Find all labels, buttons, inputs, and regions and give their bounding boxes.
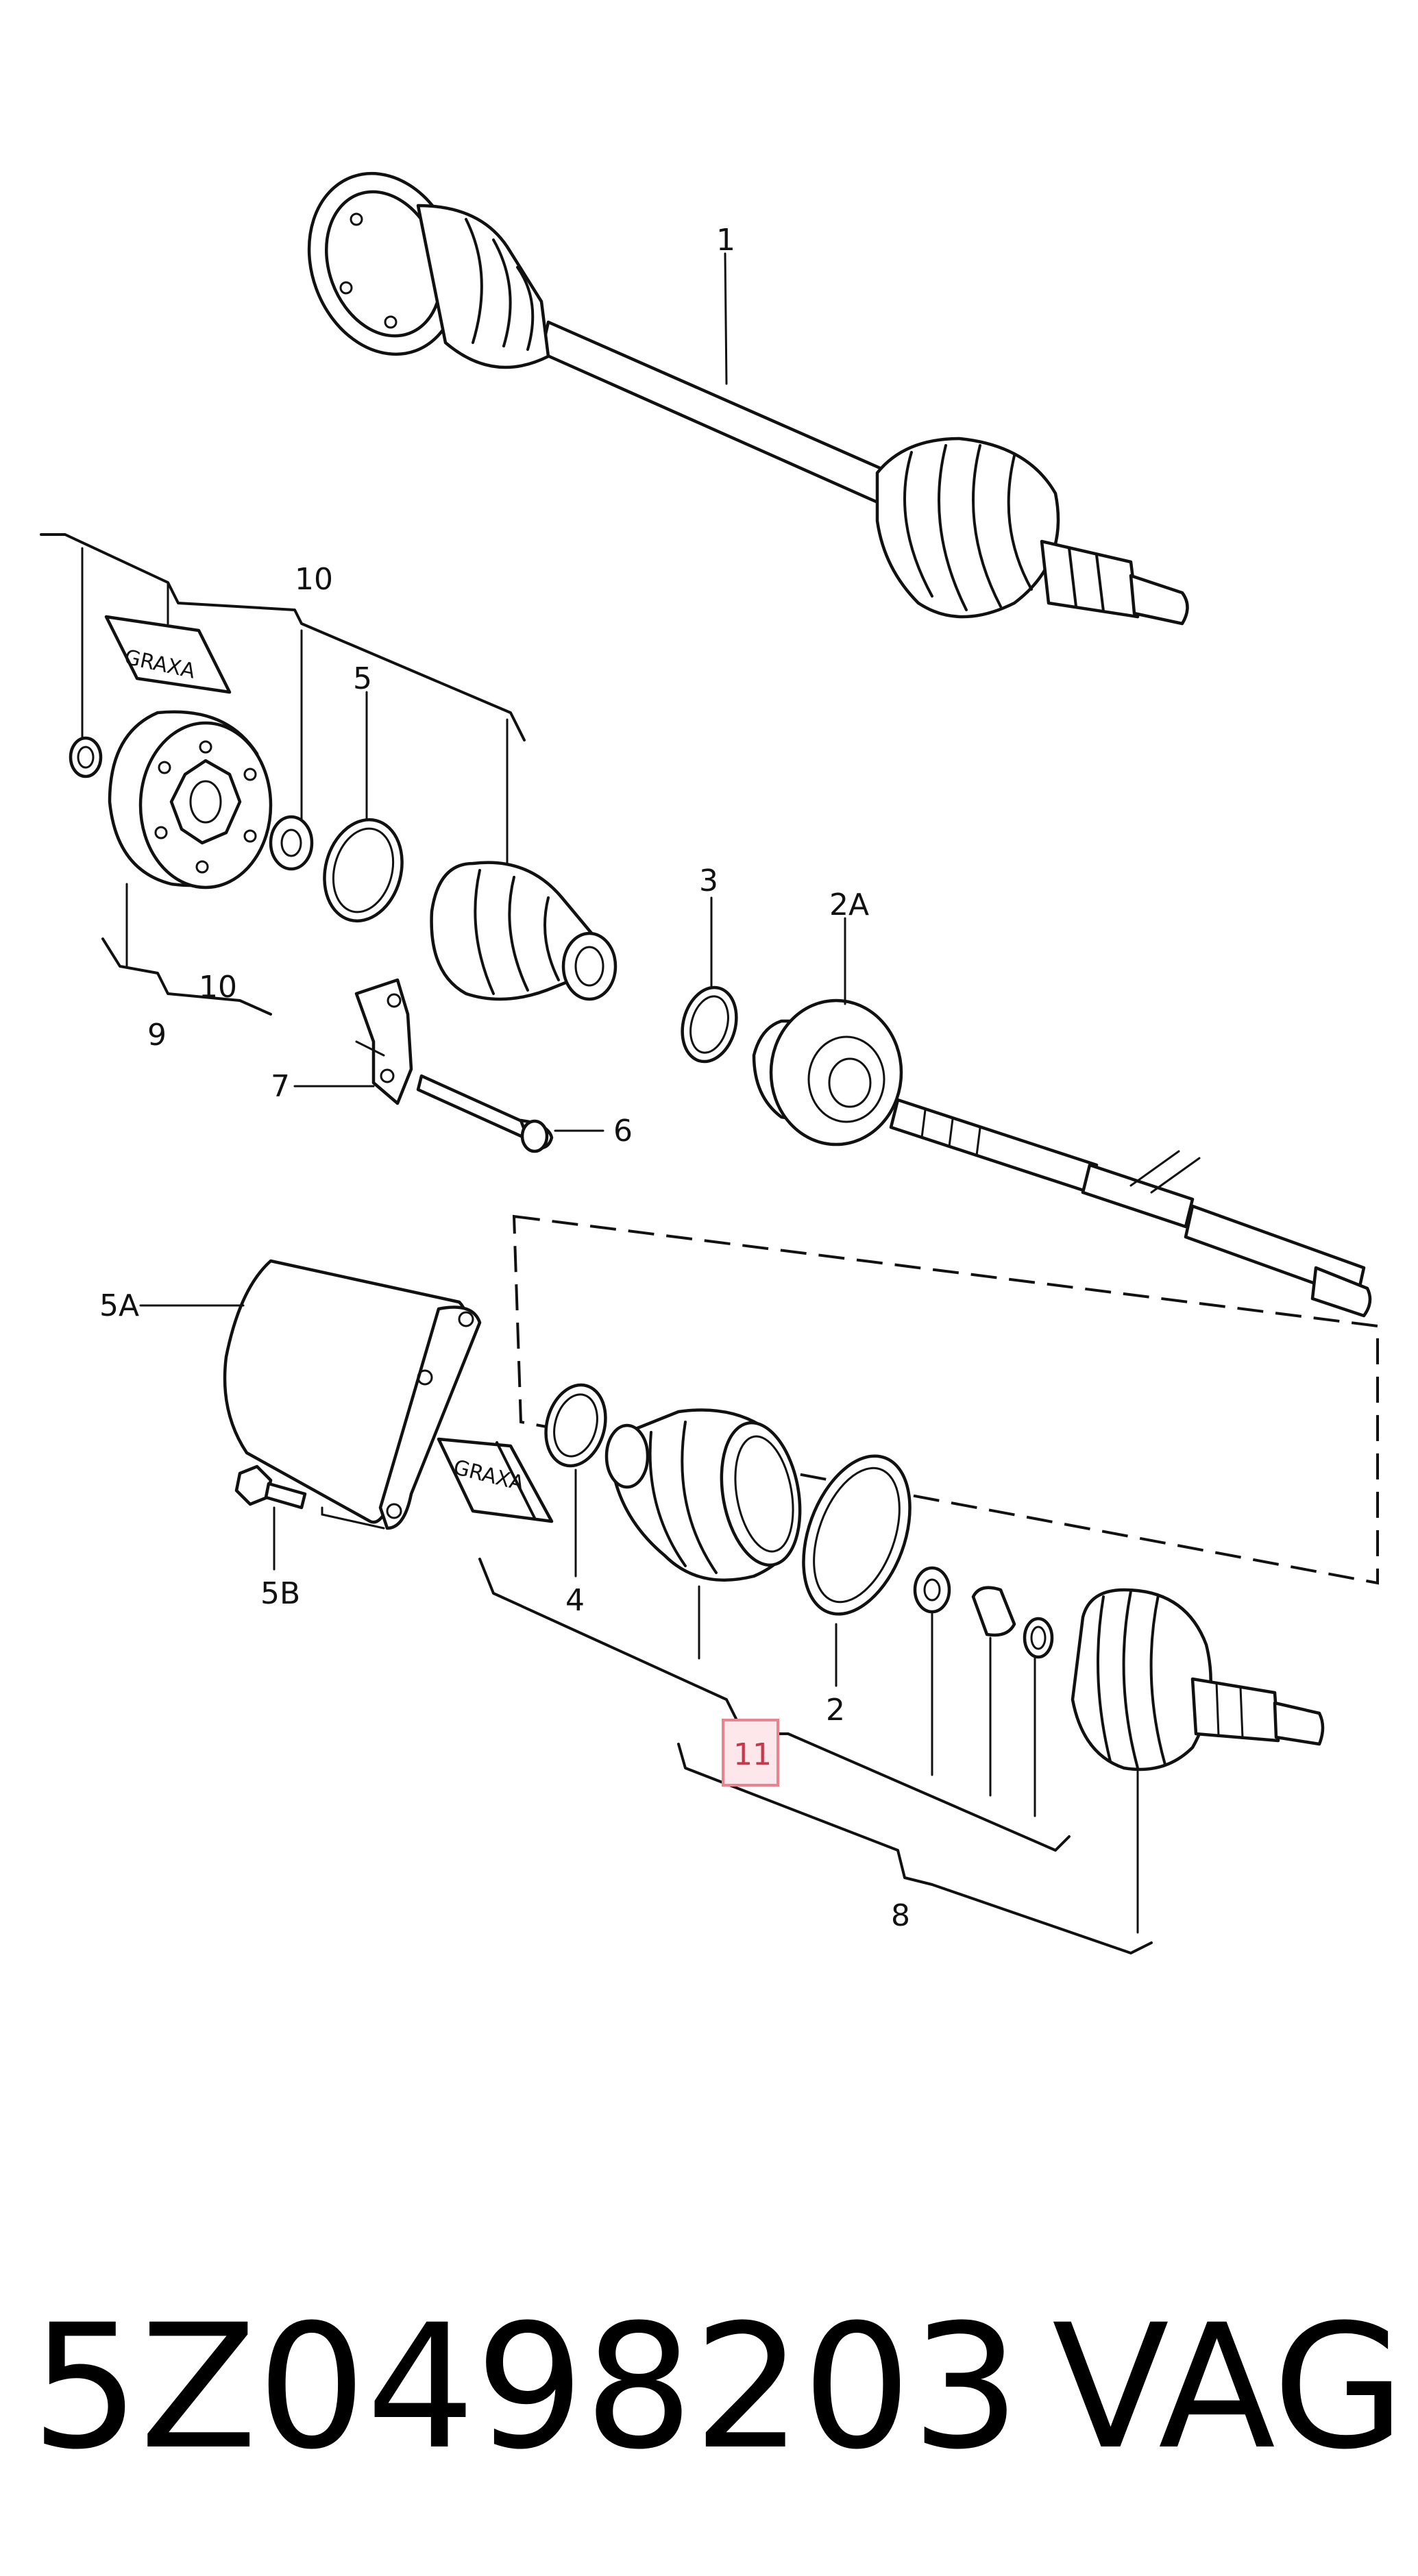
- callout-11: 11: [733, 1737, 772, 1772]
- callout-3: 3: [699, 863, 718, 898]
- callout-10-bottom: 10: [199, 970, 237, 1005]
- outer-cv-joint: [1071, 1588, 1325, 1771]
- callout-2A: 2A: [829, 887, 869, 922]
- inner-boot: [430, 861, 618, 1001]
- callout-4: 4: [565, 1583, 585, 1618]
- inner-cv-joint: [108, 710, 273, 890]
- heat-shield-5A: [223, 1259, 482, 1530]
- drive-shaft-assembly: [307, 171, 1189, 626]
- outer-boot: [604, 1408, 802, 1582]
- callout-5: 5: [353, 661, 372, 696]
- callout-5B: 5B: [260, 1576, 300, 1611]
- grease-packet-bottom: GRAXA: [437, 1437, 554, 1523]
- callout-5A: 5A: [99, 1288, 139, 1323]
- callout-11-highlight[interactable]: 11: [722, 1719, 779, 1787]
- callout-2: 2: [826, 1693, 845, 1728]
- callout-7: 7: [271, 1069, 290, 1104]
- callout-10-top: 10: [295, 562, 333, 597]
- bolt-5B: [234, 1464, 307, 1510]
- callout-1: 1: [716, 223, 735, 258]
- grease-packet-top: GRAXA: [104, 615, 232, 694]
- inner-joint-2A: [752, 998, 903, 1146]
- callout-9: 9: [147, 1018, 167, 1053]
- bolt-6: [416, 1074, 554, 1153]
- callout-8: 8: [891, 1898, 910, 1933]
- splined-shaft: [889, 1098, 1372, 1318]
- callout-6: 6: [613, 1114, 633, 1149]
- part-number: 5Z0498203: [31, 2287, 1020, 2487]
- brand-name: VAG: [1052, 2287, 1405, 2487]
